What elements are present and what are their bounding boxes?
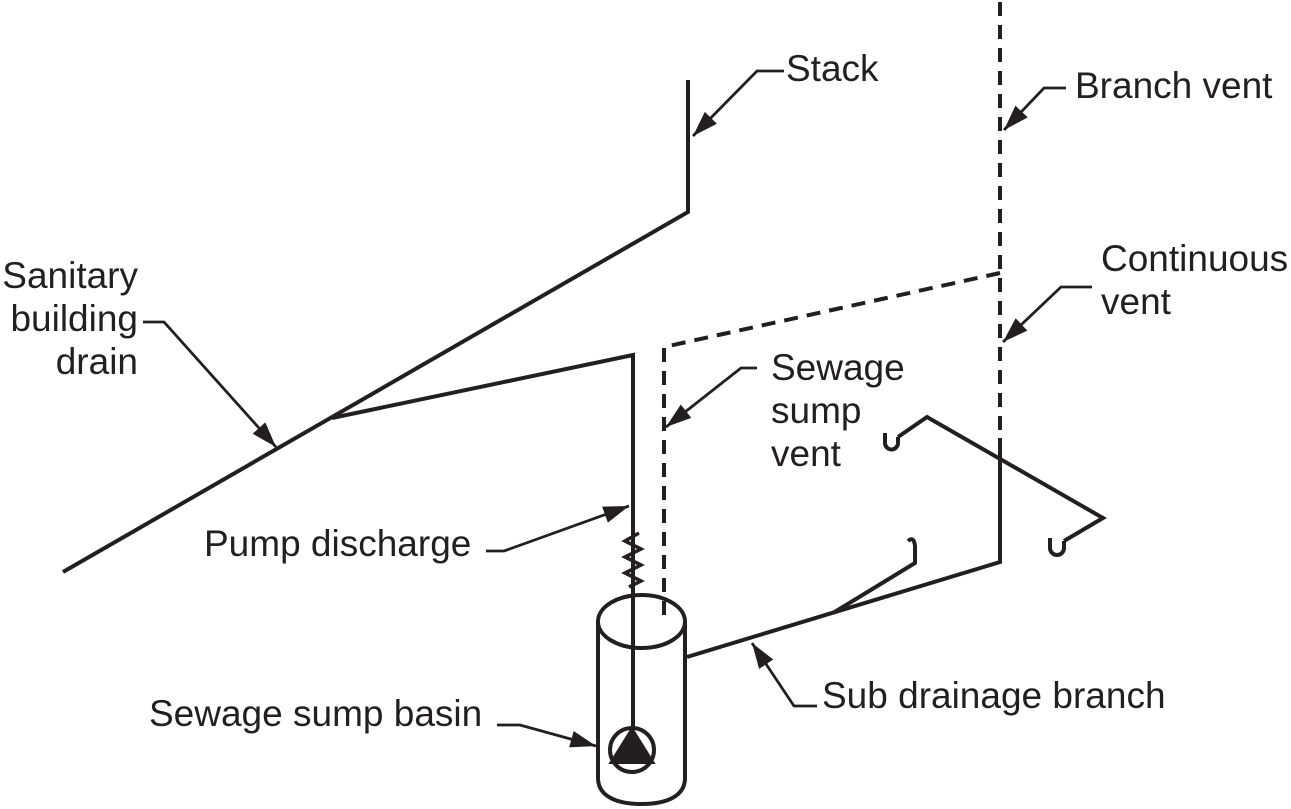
label-line: vent bbox=[1101, 281, 1171, 322]
flexible-coupling-zigzag bbox=[621, 531, 645, 589]
label-pump-discharge: Pump discharge bbox=[204, 522, 471, 565]
label-line: vent bbox=[771, 433, 841, 474]
label-stack: Stack bbox=[786, 47, 879, 90]
sewage-sump-vent-leader-arrow bbox=[665, 366, 757, 429]
branch-vent-leader-arrow bbox=[1002, 86, 1066, 131]
fixture-trap-1 bbox=[883, 433, 900, 452]
label-branch-vent: Branch vent bbox=[1075, 64, 1272, 107]
pump-symbol-triangle bbox=[608, 726, 656, 764]
sewage-sump-basin-leader-arrow bbox=[497, 723, 597, 748]
label-line: building bbox=[10, 298, 138, 339]
label-line: Stack bbox=[786, 48, 879, 89]
label-sewage-sump-vent: Sewage sump vent bbox=[771, 346, 905, 475]
label-sub-drainage-branch: Sub drainage branch bbox=[822, 674, 1166, 717]
stack-leader-arrow bbox=[692, 69, 784, 137]
fixture-stub-connector bbox=[831, 537, 917, 615]
sub-drainage-branch-pipe bbox=[686, 438, 1002, 659]
label-line: Sewage bbox=[771, 347, 905, 388]
sump-basin-body bbox=[596, 621, 687, 807]
label-sanitary-building-drain: Sanitary building drain bbox=[0, 254, 138, 383]
label-line: Pump discharge bbox=[204, 523, 472, 564]
label-line: Sewage sump basin bbox=[149, 693, 483, 734]
label-line: drain bbox=[55, 341, 138, 382]
label-line: Continuous bbox=[1101, 238, 1289, 279]
label-line: sump bbox=[771, 390, 862, 431]
label-line: Sub drainage branch bbox=[822, 675, 1166, 716]
label-line: Branch vent bbox=[1075, 65, 1273, 106]
label-continuous-vent: Continuous vent bbox=[1101, 237, 1288, 323]
sump-basin-top-ellipse bbox=[596, 593, 687, 650]
label-line: Sanitary bbox=[2, 255, 138, 296]
sub-drainage-branch-leader-arrow bbox=[750, 642, 817, 708]
fixture-branch-pipe bbox=[896, 414, 1107, 543]
label-sewage-sump-basin: Sewage sump basin bbox=[149, 692, 482, 735]
continuous-vent-leader-arrow bbox=[1002, 285, 1092, 344]
pump-discharge-leader-arrow bbox=[486, 504, 630, 553]
sanitary-drain-leader-arrow bbox=[143, 320, 278, 448]
sanitary-drain-and-stack-pipe bbox=[62, 80, 690, 574]
pump-discharge-pipe bbox=[331, 352, 635, 728]
fixture-trap-2 bbox=[1048, 538, 1066, 557]
